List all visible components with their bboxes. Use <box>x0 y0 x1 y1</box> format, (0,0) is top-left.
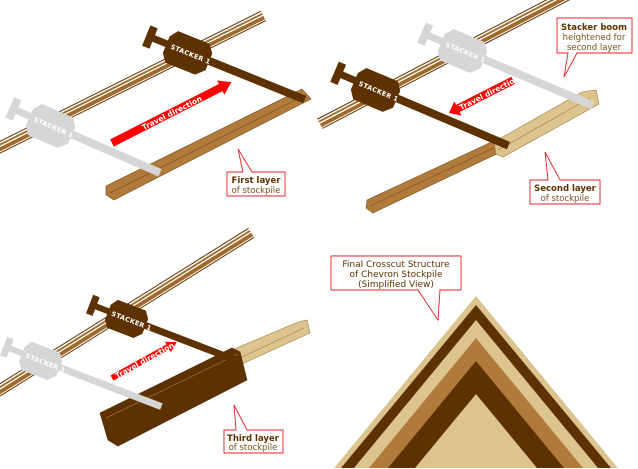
panel-third-layer: STACKER 1 STACKER 1 Travel direction Thi… <box>0 228 311 454</box>
travel-direction-label: Travel direction <box>140 94 203 132</box>
panel-first-layer: STACKER 1 STACKER 1 Travel direction Fir… <box>0 11 312 201</box>
stacker-ghost: STACKER 1 <box>5 97 162 177</box>
chevron-layer-core <box>415 394 537 468</box>
callout-subtitle: of stockpile <box>229 443 278 453</box>
panel-second-layer: STACKER 1 STACKER 1 Travel direction Sta… <box>317 0 633 214</box>
chevron-crosscut <box>334 296 618 468</box>
callout-first-layer: First layer of stockpile <box>226 148 286 197</box>
stockpile-first-layer <box>365 137 506 214</box>
stockpile-third-layer <box>99 347 248 447</box>
stockpile-second-layer <box>493 89 600 158</box>
travel-direction-label: Travel direction <box>458 74 521 112</box>
callout-final-structure: Final Crosscut Structure of Chevron Stoc… <box>330 255 462 322</box>
stockpile-second-layer <box>231 319 311 365</box>
callout-line1: heightened for <box>563 33 626 43</box>
stacker-ghost: STACKER 1 <box>0 336 163 410</box>
callout-line2: second layer <box>567 43 622 53</box>
callout-line3: (Simplified View) <box>358 280 434 290</box>
callout-second-layer: Second layer of stockpile <box>529 151 601 205</box>
callout-subtitle: of stockpile <box>232 186 281 196</box>
callout-title: First layer <box>232 176 282 186</box>
callout-title: Stacker boom <box>561 23 627 33</box>
panel-final-crosscut: Final Crosscut Structure of Chevron Stoc… <box>330 255 618 468</box>
stacker-ghost: STACKER 1 <box>417 22 595 110</box>
callout-title: Second layer <box>534 184 597 194</box>
travel-direction-label: Travel direction <box>114 341 176 381</box>
callout-title: Third layer <box>227 434 280 444</box>
callout-boom-heightened: Stacker boom heightened for second layer <box>556 17 633 78</box>
stacker: STACKER 1 <box>142 25 307 104</box>
travel-direction-arrow: Travel direction <box>449 74 521 116</box>
callout-line2: of Chevron Stockpile <box>349 270 443 280</box>
travel-direction-arrow: Travel direction <box>110 341 177 381</box>
stacker: STACKER 1 <box>330 61 511 150</box>
stacker: STACKER 1 <box>86 294 240 365</box>
callout-subtitle: of stockpile <box>541 194 590 204</box>
callout-line1: Final Crosscut Structure <box>342 260 450 270</box>
callout-third-layer: Third layer of stockpile <box>223 404 284 454</box>
